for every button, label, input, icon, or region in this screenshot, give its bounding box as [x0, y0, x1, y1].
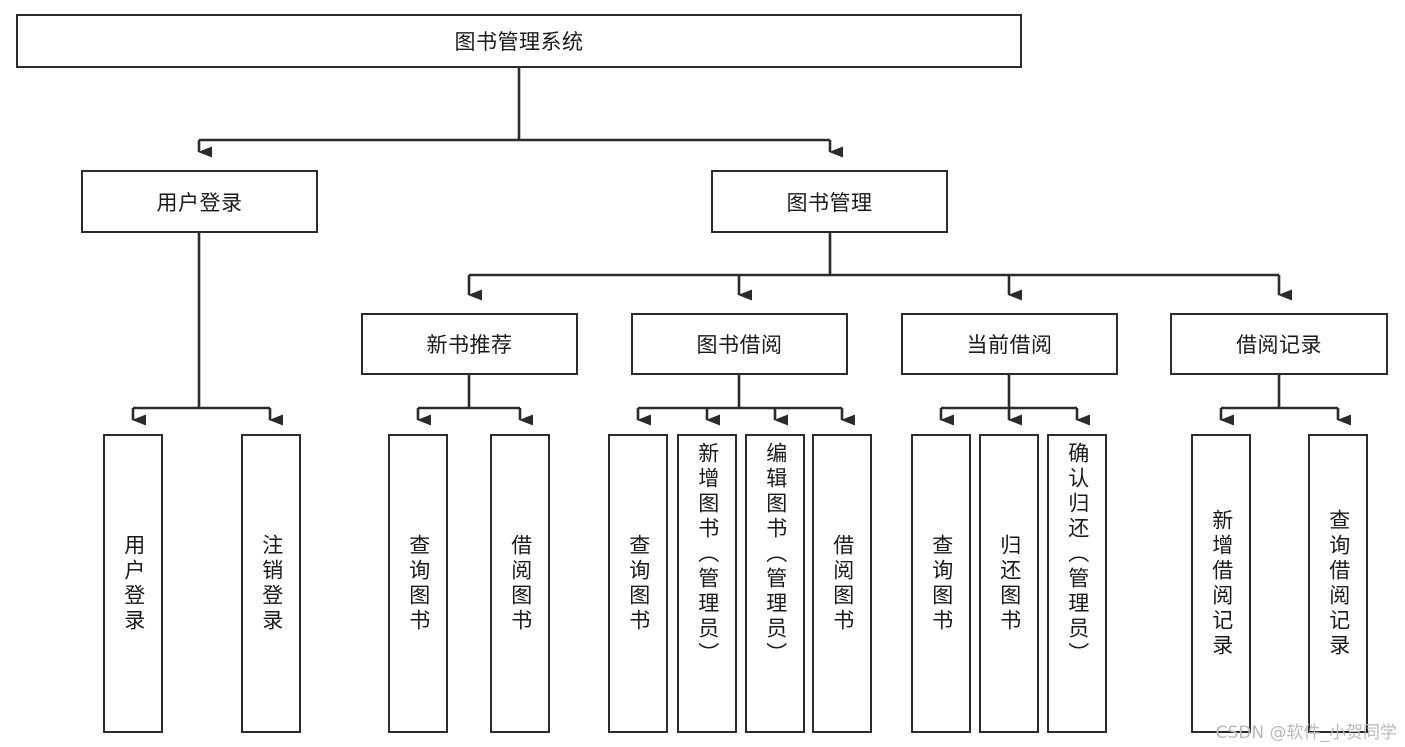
- node-borrow-record[interactable]: 借阅记录: [1170, 313, 1388, 375]
- node-leaf-current-query-book-label: 查询图书: [929, 533, 954, 634]
- node-borrow-record-label: 借阅记录: [1236, 333, 1322, 357]
- leaf-text-wrap: 新增图书（管理员）: [679, 436, 735, 731]
- node-leaf-current-query-book[interactable]: 查询图书: [911, 434, 971, 733]
- leaf-text-wrap: 借阅图书: [492, 436, 548, 731]
- node-leaf-query-borrow-record[interactable]: 查询借阅记录: [1308, 434, 1368, 733]
- node-leaf-add-borrow-record[interactable]: 新增借阅记录: [1191, 434, 1251, 733]
- leaf-text-wrap: 查询图书: [390, 436, 446, 731]
- node-leaf-query-borrow-record-label: 查询借阅记录: [1326, 508, 1351, 659]
- node-user-login-label: 用户登录: [156, 190, 243, 215]
- leaf-text-wrap: 新增借阅记录: [1193, 436, 1249, 731]
- node-leaf-newbook-query-book-label: 查询图书: [406, 533, 431, 634]
- node-book-borrow[interactable]: 图书借阅: [631, 313, 848, 375]
- node-leaf-user-login[interactable]: 用户登录: [103, 434, 163, 733]
- node-current-borrow-label: 当前借阅: [966, 333, 1053, 357]
- node-leaf-newbook-query-book[interactable]: 查询图书: [388, 434, 448, 733]
- leaf-text-wrap: 查询借阅记录: [1310, 436, 1366, 731]
- leaf-text-wrap: 用户登录: [105, 436, 161, 731]
- node-leaf-add-book-admin[interactable]: 新增图书（管理员）: [677, 434, 737, 733]
- node-book-borrow-label: 图书借阅: [696, 333, 783, 357]
- node-leaf-borrow-query-book[interactable]: 查询图书: [608, 434, 668, 733]
- node-root-system[interactable]: 图书管理系统: [16, 14, 1022, 68]
- node-leaf-logout[interactable]: 注销登录: [241, 434, 301, 733]
- node-leaf-logout-label: 注销登录: [259, 533, 284, 634]
- node-leaf-borrow-book-label: 借阅图书: [830, 533, 855, 634]
- node-new-book-recommend[interactable]: 新书推荐: [361, 313, 578, 375]
- node-leaf-confirm-return-admin-label: 确认归还（管理员）: [1065, 442, 1090, 667]
- node-leaf-user-login-label: 用户登录: [121, 533, 146, 634]
- leaf-text-wrap: 查询图书: [913, 436, 969, 731]
- leaf-text-wrap: 查询图书: [610, 436, 666, 731]
- leaf-text-wrap: 归还图书: [981, 436, 1037, 731]
- node-leaf-add-borrow-record-label: 新增借阅记录: [1209, 508, 1234, 659]
- leaf-text-wrap: 编辑图书（管理员）: [747, 436, 803, 731]
- leaf-text-wrap: 借阅图书: [814, 436, 870, 731]
- node-user-login[interactable]: 用户登录: [81, 170, 318, 233]
- node-leaf-confirm-return-admin[interactable]: 确认归还（管理员）: [1047, 434, 1107, 733]
- node-root-system-label: 图书管理系统: [454, 30, 584, 54]
- node-leaf-newbook-borrow-book-label: 借阅图书: [508, 533, 533, 634]
- node-leaf-newbook-borrow-book[interactable]: 借阅图书: [490, 434, 550, 733]
- leaf-text-wrap: 注销登录: [243, 436, 299, 731]
- node-new-book-recommend-label: 新书推荐: [426, 333, 513, 357]
- node-leaf-edit-book-admin-label: 编辑图书（管理员）: [763, 442, 788, 667]
- node-book-management-label: 图书管理: [786, 190, 873, 215]
- node-leaf-borrow-book[interactable]: 借阅图书: [812, 434, 872, 733]
- node-leaf-edit-book-admin[interactable]: 编辑图书（管理员）: [745, 434, 805, 733]
- node-leaf-return-book[interactable]: 归还图书: [979, 434, 1039, 733]
- leaf-text-wrap: 确认归还（管理员）: [1049, 436, 1105, 731]
- node-book-management[interactable]: 图书管理: [711, 170, 948, 233]
- node-leaf-return-book-label: 归还图书: [997, 533, 1022, 634]
- node-leaf-add-book-admin-label: 新增图书（管理员）: [695, 442, 720, 667]
- node-current-borrow[interactable]: 当前借阅: [901, 313, 1118, 375]
- node-leaf-borrow-query-book-label: 查询图书: [626, 533, 651, 634]
